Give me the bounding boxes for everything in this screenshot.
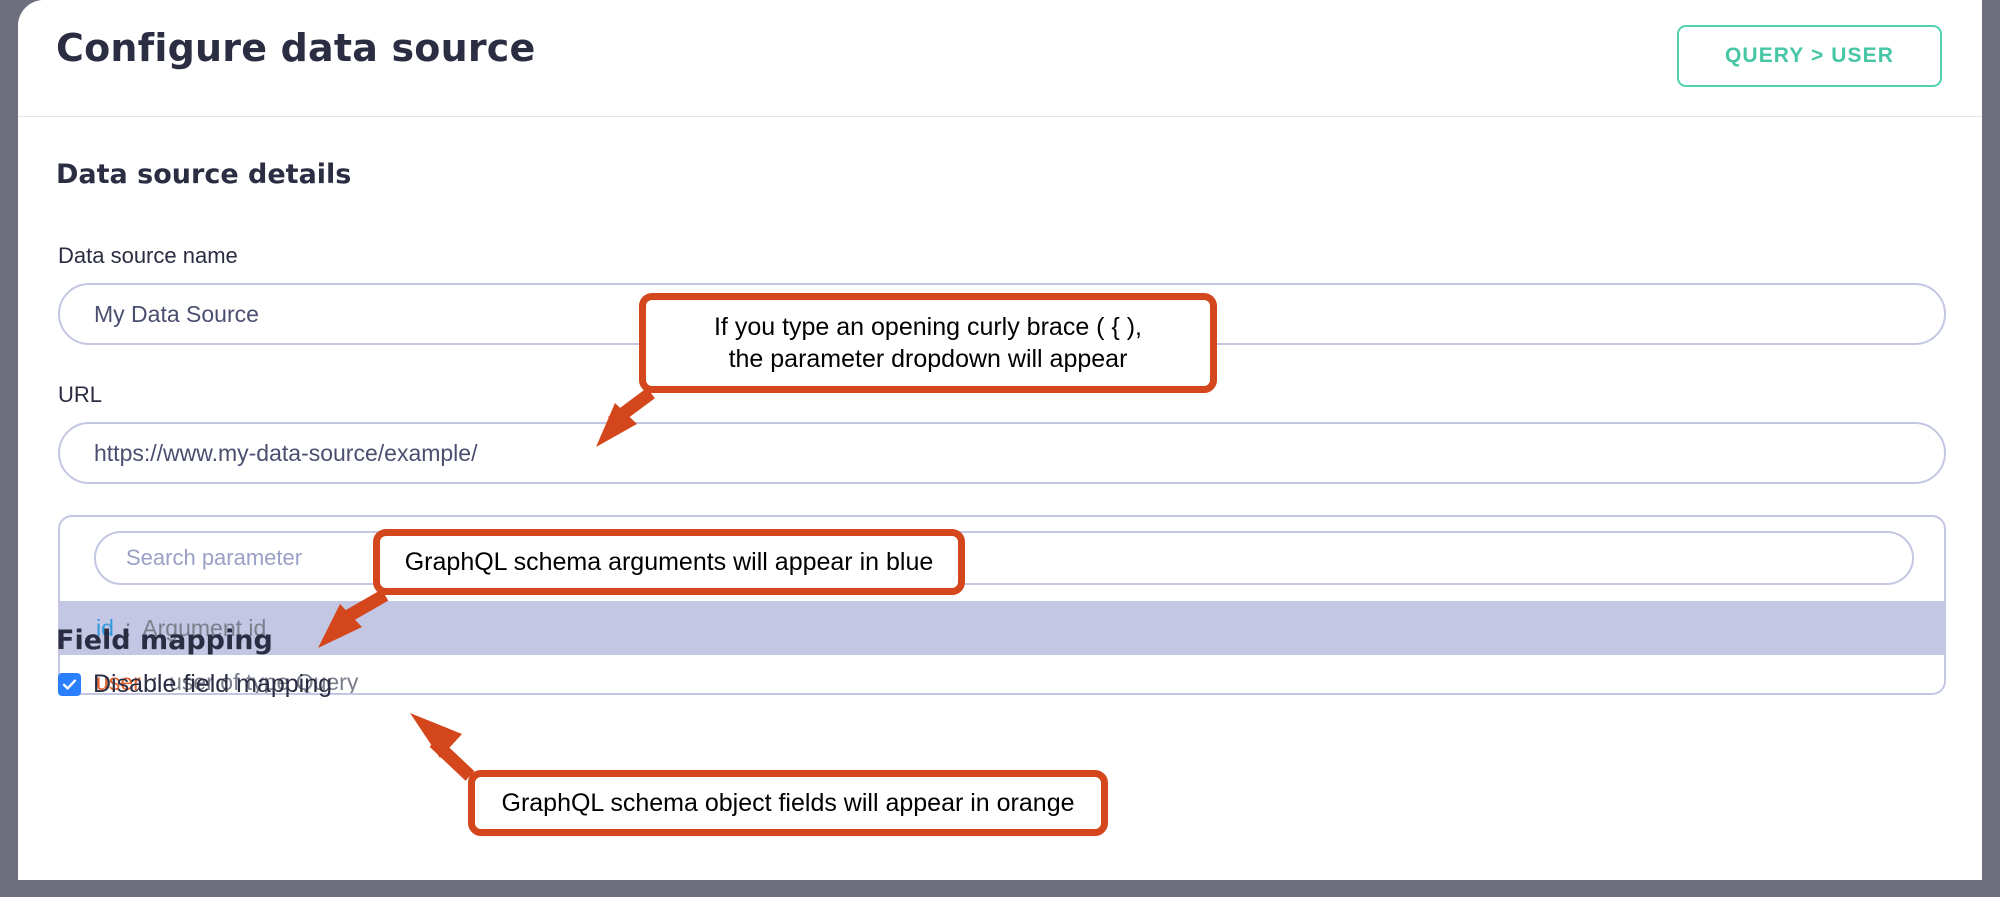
url-label: URL (58, 382, 103, 407)
parameter-dropdown-panel: Search parameter id : Argument id user :… (58, 515, 1946, 695)
parameter-separator: : (124, 614, 132, 641)
search-parameter-input[interactable]: Search parameter (94, 531, 1914, 585)
checkmark-icon[interactable] (58, 673, 81, 696)
disable-field-mapping-label: Disable field mapping (93, 670, 333, 698)
parameter-description: user of type Query (169, 668, 359, 695)
annotation-text: GraphQL schema arguments will appear in … (404, 547, 934, 576)
parameter-key: user (96, 668, 141, 695)
annotation-callout-orange-fields: GraphQL schema object fields will appear… (468, 770, 1108, 836)
parameter-option-user[interactable]: user : user of type Query (60, 655, 1944, 695)
field-mapping-heading: Field mapping (56, 625, 273, 656)
parameter-key: id (96, 614, 114, 641)
page-header: Configure data source QUERY > USER (18, 0, 1982, 117)
annotation-callout-curly-brace: If you type an opening curly brace ( { )… (639, 293, 1217, 393)
url-input[interactable]: https://www.my-data-source/example/ (58, 422, 1946, 484)
annotation-text: If you type an opening curly brace ( { )… (713, 312, 1142, 374)
data-source-details-heading: Data source details (56, 159, 352, 190)
annotation-callout-blue-arguments: GraphQL schema arguments will appear in … (373, 529, 965, 595)
disable-field-mapping-row[interactable]: Disable field mapping (58, 670, 332, 699)
parameter-separator: : (151, 668, 159, 695)
page-title: Configure data source (56, 26, 536, 70)
data-source-name-label: Data source name (58, 243, 238, 268)
configure-data-source-page: Configure data source QUERY > USER Data … (18, 0, 1982, 880)
annotation-text: GraphQL schema object fields will appear… (501, 788, 1075, 817)
parameter-description: Argument id (142, 614, 267, 641)
query-user-button[interactable]: QUERY > USER (1677, 25, 1942, 87)
parameter-option-id[interactable]: id : Argument id (60, 601, 1944, 655)
page-body: Data source details Data source name My … (18, 117, 1982, 880)
